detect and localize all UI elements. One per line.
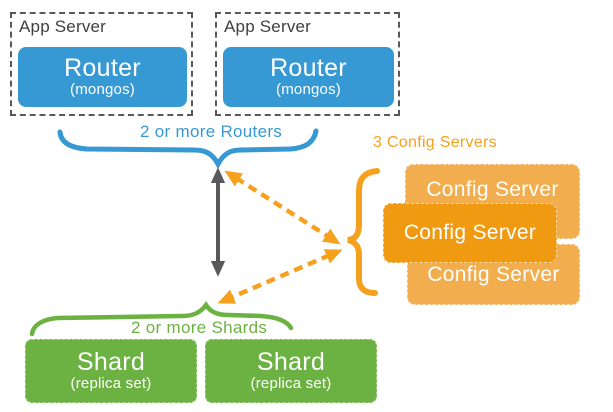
config-server-label-2: Config Server xyxy=(403,221,537,244)
shard-subtitle-2: (replica set) xyxy=(250,375,332,393)
shards-annotation: 2 or more Shards xyxy=(131,318,268,337)
shard-box-1: Shard (replica set) xyxy=(25,339,197,403)
config-server-box-2: Config Server xyxy=(383,203,557,263)
router-subtitle-1: (mongos) xyxy=(70,81,135,99)
shard-title-1: Shard xyxy=(76,348,146,377)
routers-config-arrow xyxy=(224,170,341,245)
router-subtitle-2: (mongos) xyxy=(276,81,341,99)
app-server-label-2: App Server xyxy=(224,17,312,36)
shard-subtitle-1: (replica set) xyxy=(70,375,152,393)
config-server-label-3: Config Server xyxy=(427,262,560,286)
shard-title-2: Shard xyxy=(256,348,326,377)
router-box-2: Router (mongos) xyxy=(223,47,394,107)
routers-annotation: 2 or more Routers xyxy=(140,122,283,141)
config-servers-annotation: 3 Config Servers xyxy=(373,134,497,151)
app-server-label-1: App Server xyxy=(19,17,107,36)
router-box-1: Router (mongos) xyxy=(18,47,187,107)
config-shards-arrow xyxy=(217,249,343,304)
app-server-box-1: App Server Router (mongos) xyxy=(10,12,193,116)
config-brace xyxy=(347,168,380,296)
app-server-box-2: App Server Router (mongos) xyxy=(215,12,400,116)
router-title-2: Router xyxy=(270,54,347,83)
config-server-label-1: Config Server xyxy=(426,178,559,201)
router-title-1: Router xyxy=(64,54,141,83)
shard-box-2: Shard (replica set) xyxy=(205,339,377,403)
